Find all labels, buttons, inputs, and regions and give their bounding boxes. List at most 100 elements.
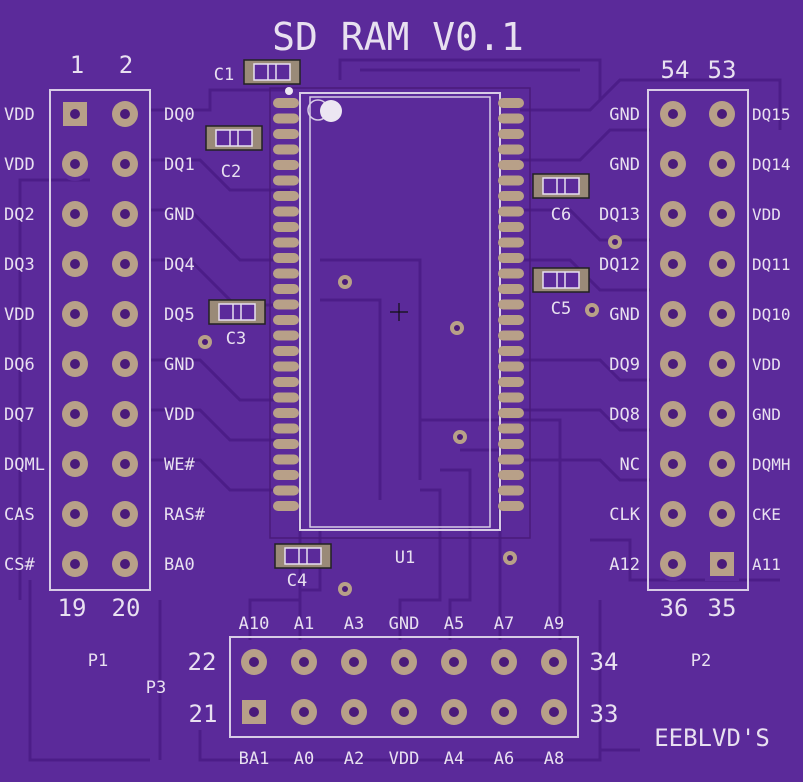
p1-pin1-number: 1 bbox=[70, 51, 84, 79]
pad-hole bbox=[70, 309, 80, 319]
pad-hole bbox=[549, 657, 559, 667]
p3-pin34-number: 34 bbox=[590, 648, 619, 676]
pad-hole bbox=[120, 509, 130, 519]
p2-pin-right bbox=[705, 347, 739, 381]
p2-left-label: DQ9 bbox=[609, 355, 640, 375]
u1-pad-left bbox=[273, 485, 299, 496]
p2-right-label: DQMH bbox=[752, 455, 791, 474]
u1-courtyard bbox=[269, 87, 531, 539]
p1-right-label: DQ4 bbox=[164, 255, 195, 275]
board-title: SD RAM V0.1 bbox=[272, 15, 524, 59]
pad-hole bbox=[668, 459, 678, 469]
pad-hole bbox=[668, 559, 678, 569]
p2-pin-left bbox=[656, 297, 690, 331]
u1-pad-left bbox=[273, 191, 299, 201]
u1-pad-right bbox=[498, 237, 524, 248]
p1-right-label: WE# bbox=[164, 455, 195, 475]
u1-pad-left bbox=[273, 330, 299, 341]
p1-left-label: VDD bbox=[4, 105, 35, 125]
pad-hole bbox=[399, 657, 409, 667]
pad-hole bbox=[499, 657, 509, 667]
u1-pad-right bbox=[498, 144, 524, 155]
pad-hole bbox=[70, 209, 80, 219]
via-hole bbox=[342, 279, 348, 285]
p2-pin53-number: 53 bbox=[708, 56, 737, 84]
p1-pin-right bbox=[108, 547, 142, 581]
p2-left-label: GND bbox=[609, 105, 640, 125]
p2-right-label: CKE bbox=[752, 505, 781, 524]
u1-pad-right bbox=[498, 222, 524, 232]
u1-pad-left bbox=[273, 144, 299, 155]
p2-left-label: NC bbox=[620, 455, 640, 475]
p1-pin19-number: 19 bbox=[58, 594, 87, 622]
p1-pin2-number: 2 bbox=[119, 51, 133, 79]
p3-bottom-label: BA1 bbox=[239, 749, 270, 769]
u1-pad-left bbox=[273, 392, 299, 403]
p1-pin-right bbox=[108, 147, 142, 181]
u1-pad-left bbox=[273, 98, 299, 108]
u1-pad-left bbox=[273, 175, 299, 186]
pad-hole bbox=[70, 509, 80, 519]
u1-pad-left bbox=[273, 501, 299, 511]
u1-pad-right bbox=[498, 113, 524, 124]
pad-hole bbox=[668, 209, 678, 219]
p2-pin35-number: 35 bbox=[708, 594, 737, 622]
p3-bottom-label: A2 bbox=[344, 749, 364, 769]
p2-pin-left bbox=[656, 497, 690, 531]
p1-right-label: GND bbox=[164, 355, 195, 375]
u1-pad-left bbox=[273, 439, 299, 449]
p1-left-label: DQ7 bbox=[4, 405, 35, 425]
pad-hole bbox=[70, 109, 80, 119]
pad-hole bbox=[668, 359, 678, 369]
cap-body bbox=[542, 271, 580, 289]
u1-pad-left bbox=[273, 299, 299, 310]
pad-hole bbox=[717, 109, 727, 119]
capacitor-c5: C5 bbox=[532, 267, 590, 319]
pad-hole bbox=[717, 209, 727, 219]
pad-hole bbox=[70, 559, 80, 569]
p1-pin-left bbox=[58, 197, 92, 231]
cap-body bbox=[218, 303, 256, 321]
u1-pad-right bbox=[498, 501, 524, 511]
pad-hole bbox=[349, 707, 359, 717]
via-hole bbox=[454, 325, 460, 331]
u1-pad-left bbox=[273, 361, 299, 372]
p2-left-label: GND bbox=[609, 305, 640, 325]
pad-hole bbox=[449, 657, 459, 667]
u1-pad-right bbox=[498, 485, 524, 496]
u1-pad-right bbox=[498, 175, 524, 186]
p3-top-label: A3 bbox=[344, 614, 364, 634]
p3-name: P3 bbox=[146, 678, 166, 698]
p3-pin-top bbox=[437, 645, 471, 679]
p1-pin-left bbox=[58, 147, 92, 181]
p3-pin-bottom bbox=[437, 695, 471, 729]
u1-pad-left bbox=[273, 377, 299, 387]
p2-right-label: DQ10 bbox=[752, 305, 791, 324]
p1-left-label: DQ2 bbox=[4, 205, 35, 225]
p2-right-label: A11 bbox=[752, 555, 781, 574]
pad-hole bbox=[717, 259, 727, 269]
pad-hole bbox=[120, 109, 130, 119]
p2-pin-right bbox=[705, 147, 739, 181]
pad-hole bbox=[668, 159, 678, 169]
p1-pin-left bbox=[58, 547, 92, 581]
pad-hole bbox=[120, 159, 130, 169]
p1-pin-left bbox=[58, 297, 92, 331]
p3-pin-top bbox=[487, 645, 521, 679]
u1-pad-left bbox=[273, 470, 299, 480]
pad-hole bbox=[717, 359, 727, 369]
p3-outline bbox=[229, 636, 579, 738]
capacitor-label: C5 bbox=[551, 299, 571, 319]
p1-left-label: VDD bbox=[4, 305, 35, 325]
capacitor-label: C4 bbox=[287, 571, 307, 591]
p3-bottom-label: A8 bbox=[544, 749, 564, 769]
u1-pad-right bbox=[498, 206, 524, 217]
u1-pad-left bbox=[273, 268, 299, 279]
u1-pad-right bbox=[498, 392, 524, 403]
pad-hole bbox=[299, 707, 309, 717]
via-hole bbox=[612, 239, 618, 245]
p1-left-label: CAS bbox=[4, 505, 35, 525]
u1-pad-left bbox=[273, 315, 299, 325]
capacitor-c1: C1 bbox=[214, 59, 301, 85]
pad-hole bbox=[70, 409, 80, 419]
